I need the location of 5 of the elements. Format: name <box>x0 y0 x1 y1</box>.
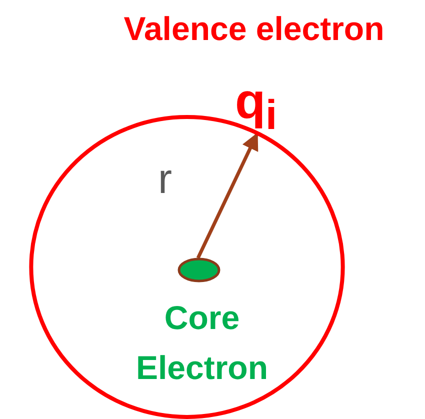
edge-label: r <box>158 158 172 200</box>
charge-label: q$_{i}$ <box>234 76 278 140</box>
core-label: Core Electron <box>134 298 270 388</box>
radius-arrow <box>196 132 259 259</box>
title: Valence electron <box>122 10 386 48</box>
